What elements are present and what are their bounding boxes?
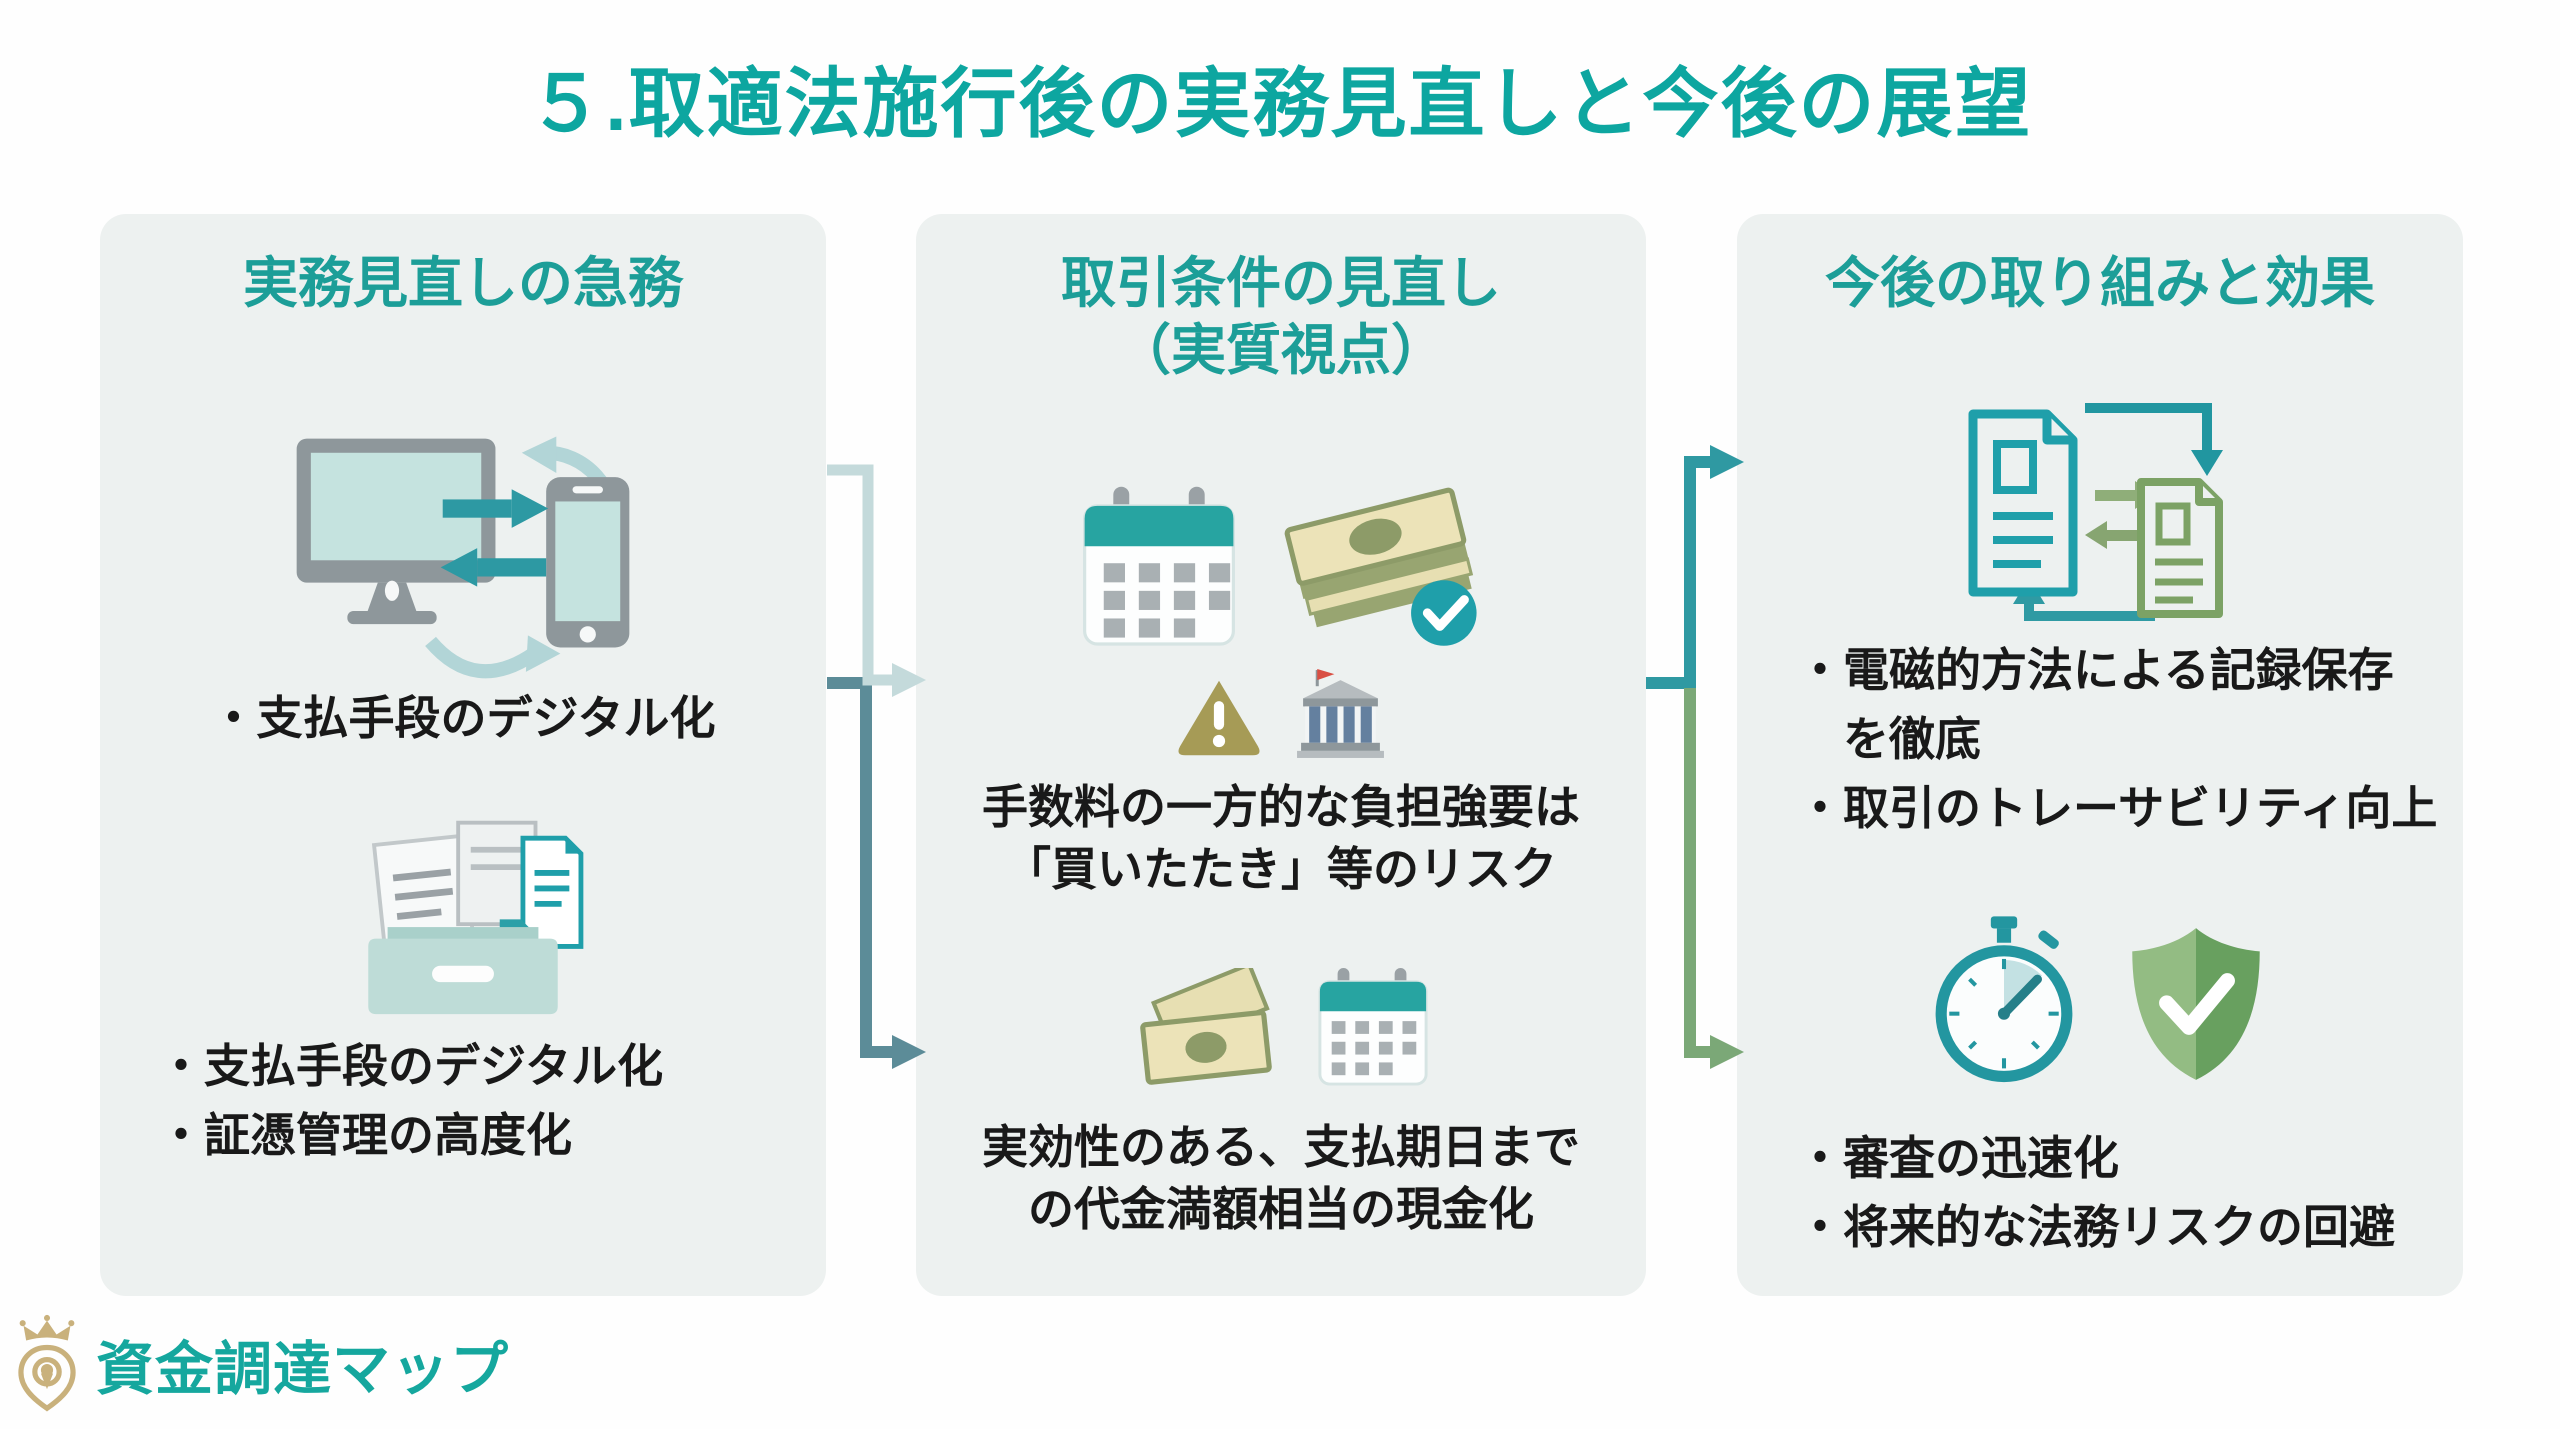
document-exchange-icon	[1968, 403, 2223, 621]
arrow-card2-to-card3-bottom	[1684, 688, 1712, 1058]
warning-icon	[1178, 680, 1260, 756]
card2-title-line2: （実質視点）	[1115, 319, 1446, 382]
card2-iconrow1	[916, 430, 1646, 656]
card3-title: 今後の取り組みと効果	[1824, 252, 2375, 314]
card-transaction-terms: 取引条件の見直し （実質視点）	[916, 214, 1646, 1296]
card1-bullet-b1: ・支払手段のデジタル化	[158, 1040, 664, 1092]
arrow-card2-to-card3-top	[1646, 456, 1712, 689]
arrow-card1-to-card2-top	[827, 464, 894, 686]
card3-bullet-t1: ・電磁的方法による記録保存	[1797, 644, 2394, 696]
brand-name: 資金調達マップ	[96, 1337, 510, 1402]
card3-icon1-wrap	[1737, 376, 2463, 628]
card2-cash-line1: 実効性のある、支払期日まで	[982, 1121, 1580, 1173]
card3-bullet-b1: ・審査の迅速化	[1797, 1132, 2119, 1184]
brand-logo-block: 資金調達マップ	[14, 1308, 509, 1420]
card-practice-review: 実務見直しの急務 ・支払手段のデジ	[100, 214, 826, 1296]
card3-bullets-bottom: ・審査の迅速化 ・将来的な法務リスクの回避	[1797, 1124, 2395, 1262]
card3-bullet-t2: ・取引のトレーサビリティ向上	[1797, 782, 2438, 834]
card2-cash-text: 実効性のある、支払期日まで の代金満額相当の現金化	[916, 1116, 1646, 1240]
card2-title-line1: 取引条件の見直し	[1060, 252, 1501, 314]
card2-risk-line1: 手数料の一方的な負担強要は	[982, 781, 1580, 833]
brand-pin-crown-icon	[18, 1314, 76, 1412]
calendar-small-icon	[1317, 968, 1428, 1086]
card3-bullet-t1b: を徹底	[1843, 713, 1981, 765]
card1-bullet-b2: ・証憑管理の高度化	[158, 1109, 572, 1161]
calendar-icon	[1082, 486, 1235, 646]
money-bills-icon	[1139, 968, 1272, 1085]
card2-iconrow3	[916, 950, 1646, 1092]
page-title: ５.取適法施行後の実務見直しと今後の展望	[527, 62, 2033, 147]
card1-bullet-mid: ・支払手段のデジタル化	[210, 692, 716, 744]
card3-bullet-b2: ・将来的な法務リスクの回避	[1797, 1201, 2395, 1253]
monitor-phone-sync-icon	[296, 436, 630, 679]
card3-iconrow2	[1737, 882, 2463, 1090]
stopwatch-icon	[1935, 916, 2073, 1083]
card2-cash-line2: の代金満額相当の現金化	[1028, 1183, 1534, 1236]
card1-icon1-wrap	[100, 392, 826, 682]
card1-icon2-wrap	[100, 789, 826, 1019]
card1-title: 実務見直しの急務	[242, 252, 683, 314]
card3-bullets-top: ・電磁的方法による記録保存 を徹底 ・取引のトレーサビリティ向上	[1797, 636, 2437, 843]
card2-title: 取引条件の見直し （実質視点）	[916, 250, 1646, 384]
card2-risk-line2: 「買いたたき」等のリスク	[1005, 843, 1557, 896]
arrow-card1-to-card2-bottom	[827, 677, 894, 1058]
card1-bullets-bottom: ・支払手段のデジタル化 ・証憑管理の高度化	[158, 1032, 663, 1170]
document-tray-icon	[368, 820, 584, 1015]
money-stack-check-icon	[1284, 487, 1477, 646]
card2-risk-text: 手数料の一方的な負担強要は 「買いたたき」等のリスク	[916, 776, 1646, 900]
shield-check-icon	[2132, 928, 2260, 1080]
card-future-actions: 今後の取り組みと効果	[1737, 214, 2463, 1296]
bank-icon	[1297, 669, 1384, 758]
card2-iconrow2	[916, 666, 1646, 762]
